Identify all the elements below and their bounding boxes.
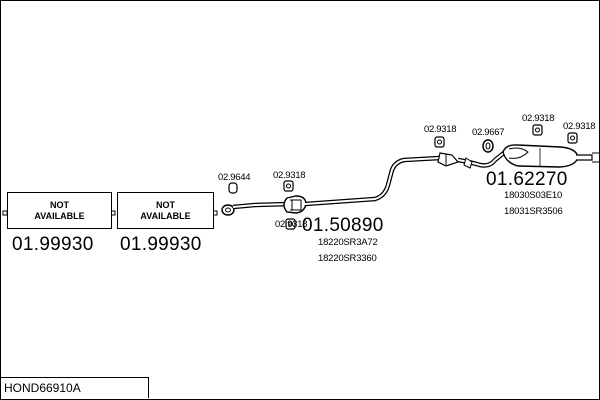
small-part-label: 02.9318: [273, 170, 306, 181]
part-number-3: 01.50890: [302, 215, 384, 236]
rear-silencer-icon: [502, 144, 599, 168]
oe-number: 18220SR3A72: [318, 237, 378, 248]
diagram-title: HOND66910A: [0, 377, 149, 398]
front-flange-icon: [221, 204, 235, 216]
hanger-icon-2: [283, 180, 294, 192]
not-available-line2: AVAILABLE: [140, 210, 191, 221]
hanger-icon-4: [434, 136, 445, 148]
not-available-line1: NOT: [155, 199, 175, 210]
hanger-icon-3: [285, 218, 296, 230]
hanger-icon-1: [228, 182, 238, 194]
part-number-1: 01.99930: [12, 234, 94, 255]
part-number-2: 01.99930: [120, 234, 202, 255]
hanger-icon-5: [532, 124, 543, 136]
oe-number: 18031SR3506: [504, 206, 563, 217]
not-available-line1: NOT: [49, 199, 69, 210]
small-part-label: 02.9318: [563, 121, 596, 132]
not-available-line2: AVAILABLE: [34, 210, 85, 221]
oe-number: 18030S03E10: [504, 190, 563, 201]
oe-number: 18220SR3360: [318, 253, 377, 264]
small-part-label: 02.9318: [424, 124, 457, 135]
intermediate-pipe: [304, 155, 441, 207]
middle-silencer-icon: [283, 195, 307, 214]
small-part-label: 02.9667: [472, 127, 505, 138]
not-available-box-1: NOT AVAILABLE: [7, 192, 112, 229]
not-available-box-2: NOT AVAILABLE: [117, 192, 214, 229]
small-part-label: 02.9318: [275, 219, 308, 230]
gasket-icon: [482, 139, 494, 153]
hanger-icon-6: [567, 132, 578, 144]
small-part-label: 02.9644: [218, 172, 251, 183]
small-part-label: 02.9318: [522, 113, 555, 124]
rear-flange-icon: [437, 152, 460, 167]
part-number-4: 01.62270: [486, 169, 568, 190]
